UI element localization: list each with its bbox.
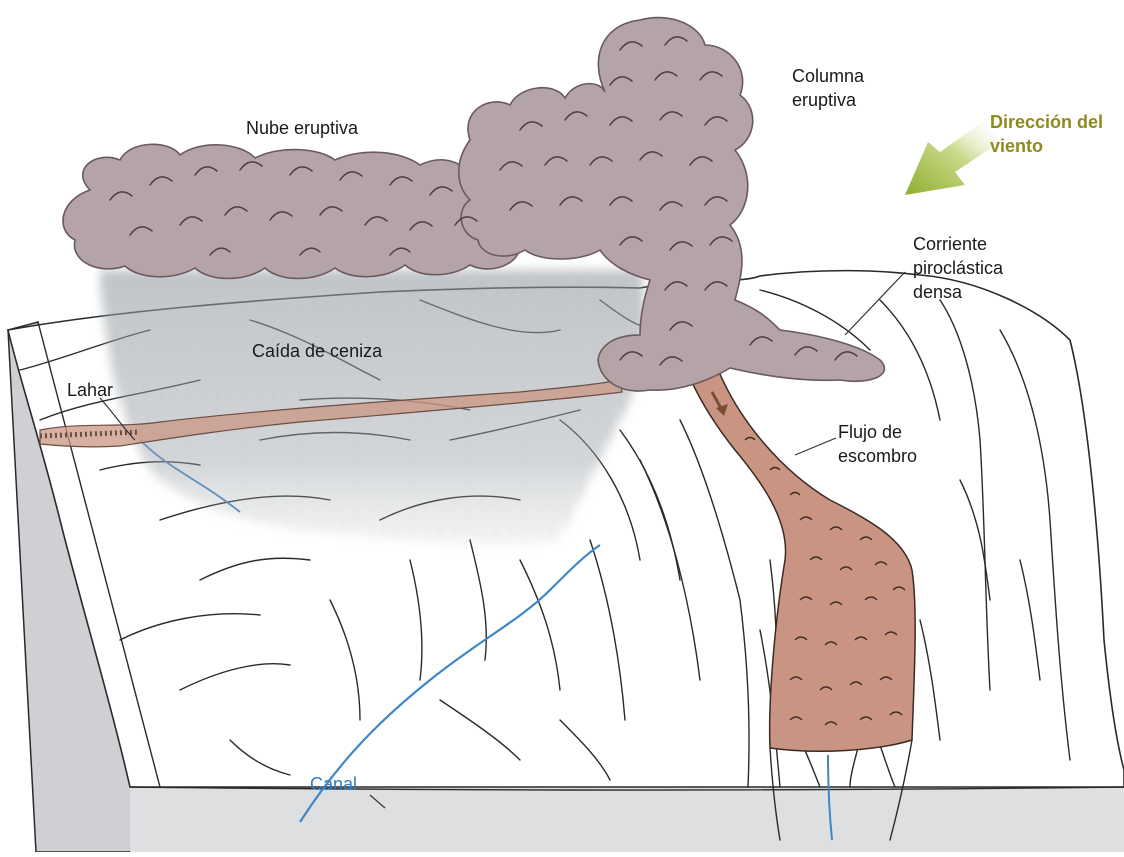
wind-direction-label-line1: Dirección del xyxy=(990,112,1103,132)
wind-direction-label-line2: viento xyxy=(990,136,1043,156)
lahar-label: Lahar xyxy=(67,380,113,400)
channel-label: Canal xyxy=(310,774,357,794)
eruption-column-label-line2: eruptiva xyxy=(792,90,857,110)
ash-fall-label: Caída de ceniza xyxy=(252,341,383,361)
block-front-face xyxy=(130,787,1124,852)
pyroclastic-current-label-line1: Corriente xyxy=(913,234,987,254)
debris-flow-label-line1: Flujo de xyxy=(838,422,902,442)
eruption-column-label-line1: Columna xyxy=(792,66,865,86)
wind-direction-arrow-icon xyxy=(905,120,1000,195)
pyroclastic-current-label-line2: piroclástica xyxy=(913,258,1004,278)
eruption-cloud-label: Nube eruptiva xyxy=(246,118,359,138)
debris-flow-label-line2: escombro xyxy=(838,446,917,466)
pyroclastic-current-label-line3: densa xyxy=(913,282,963,302)
